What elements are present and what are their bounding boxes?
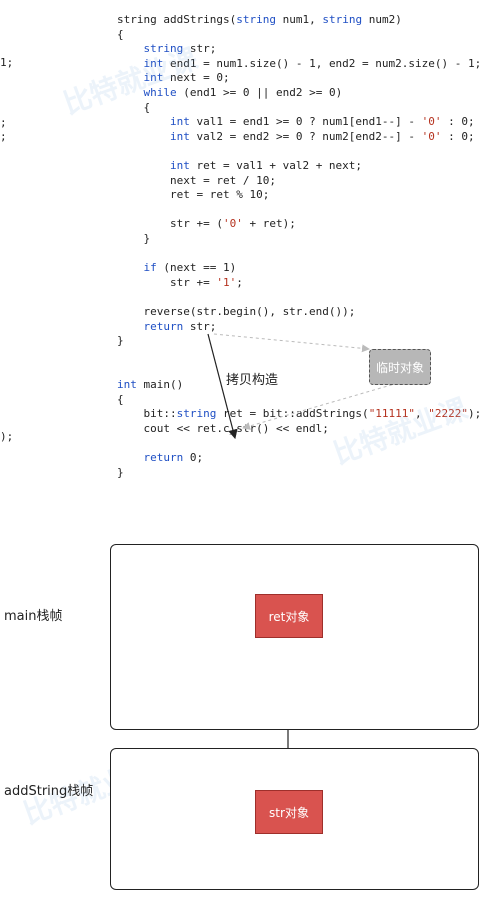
code-line: return 0; <box>117 451 204 466</box>
code-line: { <box>117 28 124 43</box>
temp-object-box: 临时对象 <box>369 349 431 385</box>
code-token: : 0; <box>441 129 475 143</box>
code-line: string str; <box>117 42 217 57</box>
code-token: string addStrings( <box>117 13 237 26</box>
code-keyword: string <box>236 13 276 26</box>
code-keyword: int <box>143 56 164 70</box>
cut-fragment: ; <box>0 130 7 143</box>
code-line: str += '1'; <box>117 276 243 291</box>
code-line: } <box>117 334 124 349</box>
code-keyword: string <box>176 407 217 421</box>
code-token: , <box>415 407 429 421</box>
code-token: str; <box>183 42 217 56</box>
code-line: next = ret / 10; <box>117 174 276 189</box>
code-line: return str; <box>117 319 217 335</box>
code-token: (next == 1) <box>156 261 237 275</box>
str-object-box: str对象 <box>255 790 323 834</box>
code-token: next = 0; <box>163 71 230 85</box>
code-keyword: string <box>143 42 184 56</box>
code-token: num2) <box>362 13 402 26</box>
code-token: num1, <box>275 13 323 26</box>
code-line: ret = ret % 10; <box>117 188 269 203</box>
code-string: '0' <box>222 217 243 231</box>
code-token: str += ( <box>117 217 223 231</box>
cut-fragment: 1; <box>0 56 14 69</box>
code-line: bit::string ret = bit::addStrings("11111… <box>117 407 481 422</box>
cut-fragment: ; <box>0 116 7 129</box>
code-keyword: int <box>169 159 190 172</box>
code-token: ); <box>468 407 482 421</box>
code-keyword: return <box>143 319 184 333</box>
code-line: str += ('0' + ret); <box>117 217 296 232</box>
code-token: ret = ret % 10; <box>117 188 270 202</box>
code-string: "11111" <box>368 407 416 421</box>
code-keyword: int <box>169 129 190 143</box>
code-line: { <box>117 393 124 408</box>
temp-to-ret-dashed-arrow <box>242 382 399 430</box>
code-line: int ret = val1 + val2 + next; <box>117 159 362 174</box>
code-string: '0' <box>421 129 442 143</box>
code-token: reverse(str.begin(), str.end()); <box>117 305 356 318</box>
code-line: int val2 = end2 >= 0 ? num2[end2--] - '0… <box>117 130 475 145</box>
code-token: { <box>117 27 124 41</box>
copy-construct-label: 拷贝构造 <box>226 373 279 388</box>
code-line: string addStrings(string num1, string nu… <box>117 13 402 28</box>
code-token: val2 = end2 >= 0 ? num2[end2--] - <box>189 129 422 143</box>
copy-construct-arrow <box>207 333 238 440</box>
code-line: reverse(str.begin(), str.end()); <box>117 305 355 320</box>
cut-fragment: ); <box>0 430 14 443</box>
code-token: bit:: <box>117 407 177 421</box>
code-line: int val1 = end1 >= 0 ? num1[end1--] - '0… <box>117 115 475 130</box>
code-token: ret = val1 + val2 + next; <box>189 159 363 172</box>
code-token: + ret); <box>242 217 296 231</box>
code-token: (end1 >= 0 || end2 >= 0) <box>176 86 343 99</box>
code-token: next = ret / 10; <box>117 173 276 187</box>
code-token: { <box>117 392 124 406</box>
code-line: } <box>117 466 124 481</box>
code-line: { <box>117 101 150 116</box>
code-string: '1' <box>216 275 237 289</box>
code-keyword: while <box>143 86 177 99</box>
code-keyword: string <box>322 13 363 26</box>
code-keyword: int <box>117 378 137 391</box>
code-token: 0; <box>183 451 204 464</box>
code-token: } <box>117 465 124 479</box>
code-token: ; <box>236 275 243 289</box>
code-token: str; <box>183 319 217 333</box>
code-keyword: if <box>143 261 157 275</box>
code-line: } <box>117 232 150 247</box>
code-token: } <box>117 334 124 348</box>
code-line: if (next == 1) <box>117 261 237 276</box>
code-keyword: int <box>143 71 164 85</box>
ret-object-box: ret对象 <box>255 594 323 638</box>
code-string: '0' <box>421 115 442 129</box>
code-line: int next = 0; <box>117 71 230 86</box>
code-token: main() <box>136 378 184 391</box>
code-token: val1 = end1 >= 0 ? num1[end1--] - <box>189 115 422 129</box>
code-line: while (end1 >= 0 || end2 >= 0) <box>117 86 343 101</box>
code-token: str += <box>117 275 217 289</box>
code-token: { <box>117 100 151 114</box>
code-keyword: int <box>169 115 190 129</box>
temp-to-object-dashed-arrow <box>213 333 370 353</box>
code-string: "2222" <box>428 407 469 421</box>
code-token: } <box>117 232 151 245</box>
code-token: : 0; <box>441 115 475 129</box>
main-frame-label: main栈帧 <box>4 609 63 624</box>
code-line: int end1 = num1.size() - 1, end2 = num2.… <box>117 56 482 72</box>
code-line: int main() <box>117 378 183 393</box>
addstring-frame-label: addString栈帧 <box>4 784 94 799</box>
code-token: end1 = num1.size() - 1, end2 = num2.size… <box>163 56 482 70</box>
code-keyword: return <box>143 451 184 464</box>
